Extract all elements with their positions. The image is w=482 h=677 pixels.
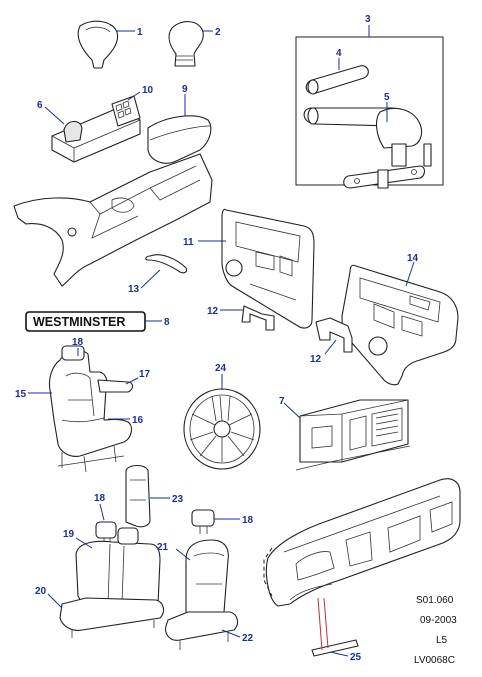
bracket-part-left [241,305,275,331]
callout-7: 7 [279,396,285,407]
callout-12b: 12 [310,354,322,365]
callout-6: 6 [37,100,43,111]
callout-17: 17 [139,369,151,380]
front-seat-part [48,345,134,473]
section-code: S01.060 [416,595,454,606]
callout-21: 21 [157,542,169,553]
center-console-part [13,153,213,287]
front-door-panel-part [221,208,315,329]
callout-12a: 12 [207,306,219,317]
callout-3: 3 [365,14,371,25]
handbrake-grip-part [305,65,369,95]
figure-code: LV0068C [414,655,455,666]
callout-24: 24 [215,363,227,374]
badge-text: WESTMINSTER [33,315,125,329]
switch-panel-part [51,95,141,163]
callout-10: 10 [142,85,154,96]
callout-14: 14 [407,253,419,264]
rear-bench-seat-part [59,521,165,638]
callout-4: 4 [336,48,342,59]
callout-16: 16 [132,415,144,426]
gear-knob-boot-part [168,21,204,67]
westminster-badge-part: WESTMINSTER [25,311,146,332]
callout-18a: 18 [72,337,84,348]
date-code: 09-2003 [420,615,457,626]
seat-back-panel-part [125,464,151,528]
callout-2: 2 [215,27,221,38]
rear-door-panel-part [341,264,459,386]
callout-15: 15 [15,389,27,400]
gear-knob-part [77,20,119,69]
handbrake-lever-part [303,107,432,189]
armrest-lid-part [147,115,212,164]
dashboard-part [265,478,461,607]
bracket-part-right [315,317,353,353]
callout-9: 9 [182,84,188,95]
callout-8: 8 [164,317,170,328]
callout-11: 11 [183,237,194,248]
callout-5: 5 [384,92,390,103]
callout-22: 22 [242,633,254,644]
level-code: L5 [436,635,448,646]
callout-19: 19 [63,529,75,540]
callout-23: 23 [172,494,184,505]
callout-25: 25 [350,652,362,663]
callout-20: 20 [35,586,47,597]
callout-18b: 18 [94,493,106,504]
callout-18c: 18 [242,515,254,526]
rear-single-seat-part [165,509,239,650]
trim-strip-part [311,639,359,657]
alloy-wheel-part [183,388,261,470]
grab-handle-part [145,254,188,274]
vent-housing-part [295,399,411,471]
callout-1: 1 [137,27,143,38]
callout-13: 13 [128,284,140,295]
